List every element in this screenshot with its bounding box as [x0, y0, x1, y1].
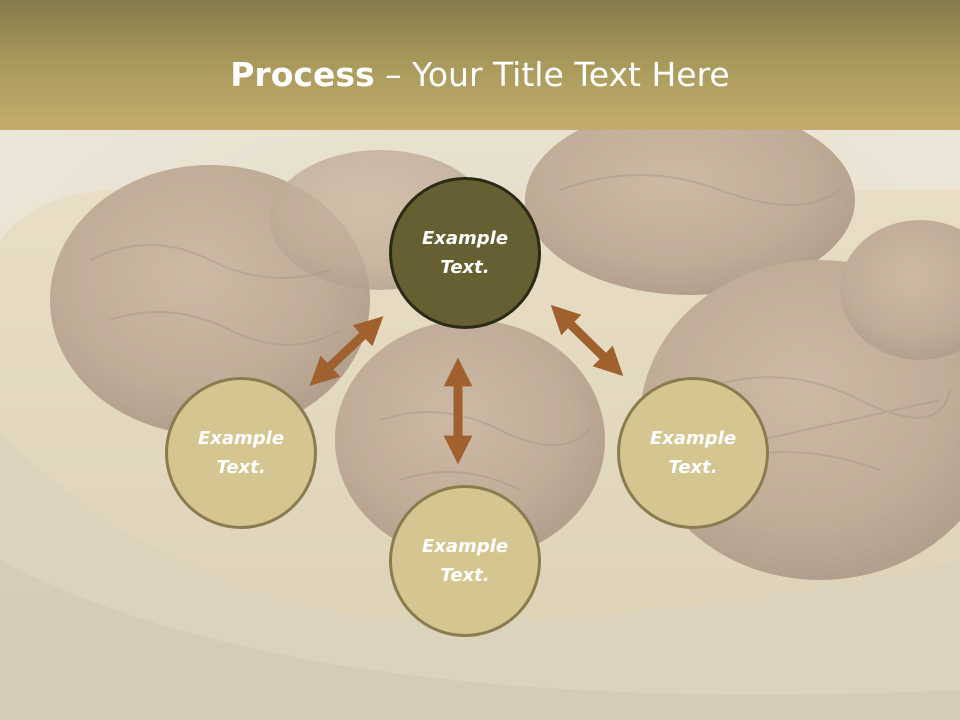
- right-double-arrow: [550, 304, 624, 377]
- process-node-left: Example Text.: [165, 377, 317, 529]
- title-bold-part: Process: [230, 55, 375, 94]
- slide-title: Process – Your Title Text Here: [0, 52, 960, 98]
- node-label: Example Text.: [421, 228, 509, 278]
- node-label: Example Text.: [197, 428, 285, 478]
- title-rest-part: – Your Title Text Here: [374, 55, 730, 94]
- process-node-right: Example Text.: [617, 377, 769, 529]
- node-label: Example Text.: [649, 428, 737, 478]
- left-double-arrow: [309, 316, 384, 386]
- node-label: Example Text.: [421, 536, 509, 586]
- title-band: [0, 0, 960, 130]
- process-node-bottom: Example Text.: [389, 485, 541, 637]
- process-node-top: Example Text.: [389, 177, 541, 329]
